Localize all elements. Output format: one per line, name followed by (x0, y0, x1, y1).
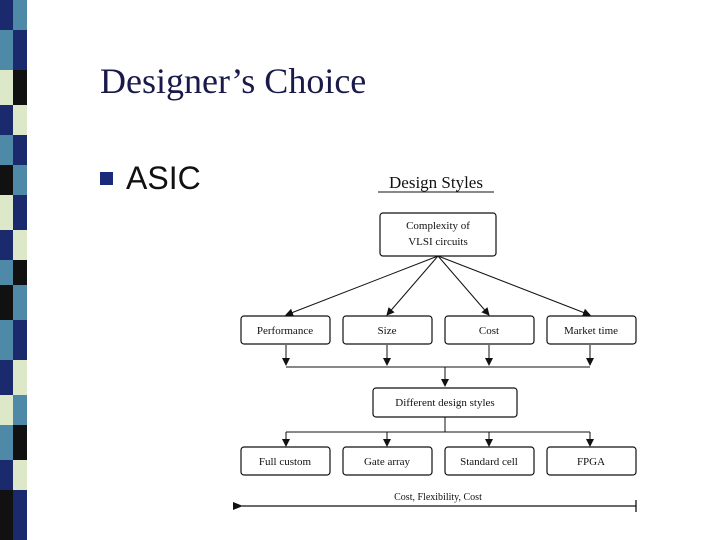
style-label: FPGA (577, 456, 605, 468)
strip-block (0, 135, 13, 165)
factor-box-performance (240, 315, 331, 345)
diagram-heading: Design Styles (389, 173, 483, 192)
strip-block (0, 490, 13, 540)
strip-block (13, 320, 27, 360)
strip-block (13, 460, 27, 490)
strip-block (0, 105, 13, 135)
strip-block (13, 30, 27, 70)
factor-label: Cost (479, 325, 499, 337)
strip-block (0, 30, 13, 70)
decorative-color-strip (0, 0, 27, 540)
root-label-line1: Complexity of (406, 220, 470, 232)
strip-block (13, 360, 27, 395)
factor-label: Performance (257, 325, 313, 337)
factor-label: Market time (564, 325, 618, 337)
strip-block (0, 0, 13, 30)
bullet-item: ASIC (100, 160, 201, 197)
strip-block (0, 320, 13, 360)
strip-block (0, 360, 13, 395)
style-label: Full custom (259, 456, 312, 468)
strip-block (13, 165, 27, 195)
strip-block (0, 425, 13, 460)
strip-block (13, 395, 27, 425)
style-box-gate-array (342, 446, 433, 476)
strip-block (13, 105, 27, 135)
strip-block (13, 285, 27, 320)
strip-block (0, 285, 13, 320)
arrow-label: Cost, Flexibility, Cost (394, 492, 482, 503)
strip-block (13, 135, 27, 165)
strip-block (13, 490, 27, 540)
strip-block (13, 230, 27, 260)
bullet-text: ASIC (126, 160, 201, 196)
strip-block (0, 260, 13, 285)
factor-box-cost (444, 315, 535, 345)
style-label: Gate array (364, 456, 411, 468)
factor-box-market-time (546, 315, 637, 345)
strip-block (0, 70, 13, 105)
strip-block (0, 230, 13, 260)
arrow-root-size (386, 255, 439, 316)
strip-block (0, 165, 13, 195)
arrow-root-cost (437, 255, 490, 316)
strip-block (0, 395, 13, 425)
root-label-line2: VLSI circuits (408, 236, 468, 248)
factor-box-size (342, 315, 433, 345)
slide-title: Designer’s Choice (100, 61, 367, 101)
factor-label: Size (378, 325, 397, 337)
strip-block (13, 425, 27, 460)
strip-block (13, 70, 27, 105)
style-box-full-custom (240, 446, 331, 476)
arrow-root-performance (285, 255, 439, 317)
style-box-standard-cell (444, 446, 535, 476)
strip-block (13, 260, 27, 285)
square-bullet-icon (100, 172, 113, 185)
style-label: Standard cell (460, 456, 518, 468)
strip-block (13, 0, 27, 30)
strip-block (0, 460, 13, 490)
strip-block (0, 195, 13, 230)
style-box-fpga (546, 446, 637, 476)
middle-label: Different design styles (395, 397, 494, 409)
strip-block (13, 195, 27, 230)
arrow-root-market-time (437, 255, 591, 317)
